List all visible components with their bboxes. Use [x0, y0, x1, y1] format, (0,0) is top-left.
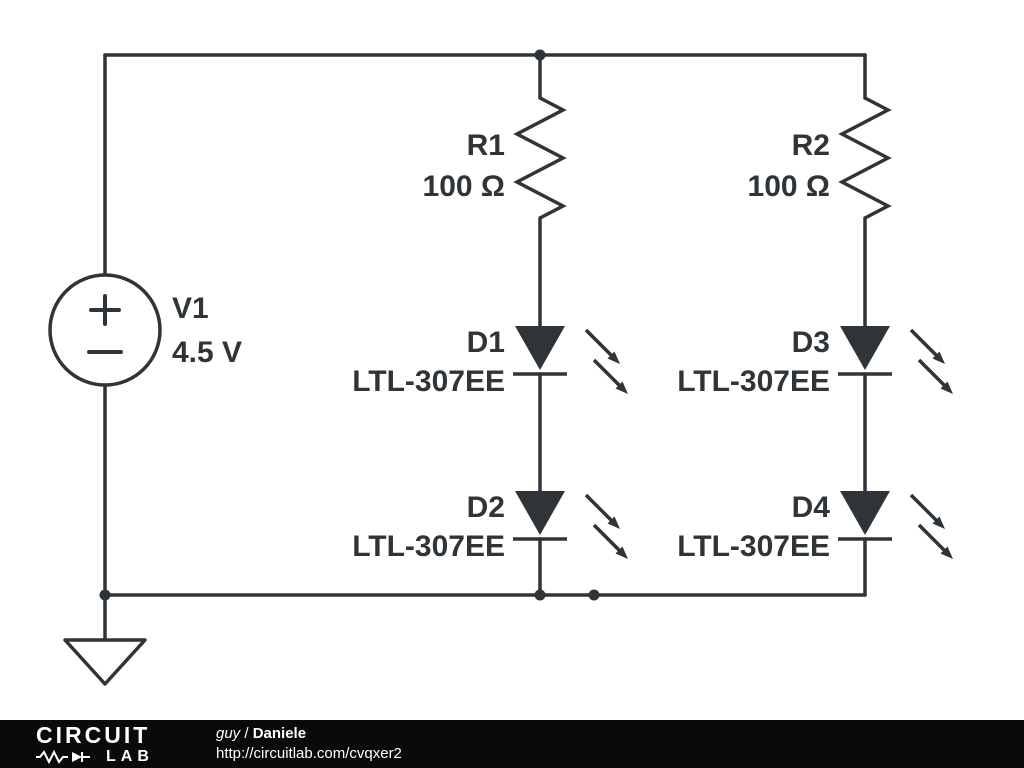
- credit-author: guy: [216, 724, 241, 742]
- resistor-r2-symbol: [840, 96, 890, 220]
- credit-block: guy / Daniele http://circuitlab.com/cvqx…: [216, 724, 402, 765]
- v1-value-label: 4.5 V: [172, 336, 242, 369]
- r2-name-label: R2: [792, 129, 830, 162]
- resistor-diode-glyph-icon: [36, 749, 90, 764]
- junction-dot: [99, 589, 111, 601]
- d1-part-label: LTL-307EE: [352, 365, 505, 398]
- r1-name-label: R1: [467, 129, 505, 162]
- d4-part-label: LTL-307EE: [677, 530, 830, 563]
- led-light-arrows-icon: [909, 328, 955, 396]
- d1-name-label: D1: [467, 326, 505, 359]
- d2-part-label: LTL-307EE: [352, 530, 505, 563]
- led-d1-symbol: [511, 324, 569, 376]
- junction-dot: [588, 589, 600, 601]
- credit-line: guy / Daniele: [216, 724, 402, 744]
- circuitlab-logo: CIRCUIT LAB: [36, 721, 186, 765]
- resistor-r1-symbol: [515, 96, 565, 220]
- d2-name-label: D2: [467, 491, 505, 524]
- led-light-arrows-icon: [909, 493, 955, 561]
- junction-dot: [534, 49, 546, 61]
- ground-icon: [63, 638, 147, 686]
- led-light-arrows-icon: [584, 328, 630, 396]
- plus-icon: [89, 294, 121, 326]
- v1-name-label: V1: [172, 292, 209, 325]
- r1-value-label: 100 Ω: [423, 170, 505, 203]
- d4-name-label: D4: [792, 491, 831, 524]
- circuit-schematic: V1 4.5 V R1 100 Ω R2 100 Ω D1 LTL-307EE …: [48, 49, 955, 686]
- led-light-arrows-icon: [584, 493, 630, 561]
- credit-separator: /: [240, 724, 253, 742]
- share-url[interactable]: http://circuitlab.com/cvqxer2: [216, 745, 402, 762]
- voltage-source-symbol: [48, 273, 162, 387]
- led-d4-symbol: [836, 489, 894, 541]
- r2-value-label: 100 Ω: [748, 170, 830, 203]
- logo-lab-text: LAB: [106, 747, 154, 765]
- led-d3-symbol: [836, 324, 894, 376]
- d3-name-label: D3: [792, 326, 830, 359]
- circuitlab-footer: CIRCUIT LAB guy / Daniele http://circuit…: [0, 720, 1024, 768]
- logo-circuit-text: CIRCUIT: [36, 721, 151, 748]
- led-d2-symbol: [511, 489, 569, 541]
- junction-dot: [534, 589, 546, 601]
- credit-title: Daniele: [252, 724, 307, 742]
- d3-part-label: LTL-307EE: [677, 365, 830, 398]
